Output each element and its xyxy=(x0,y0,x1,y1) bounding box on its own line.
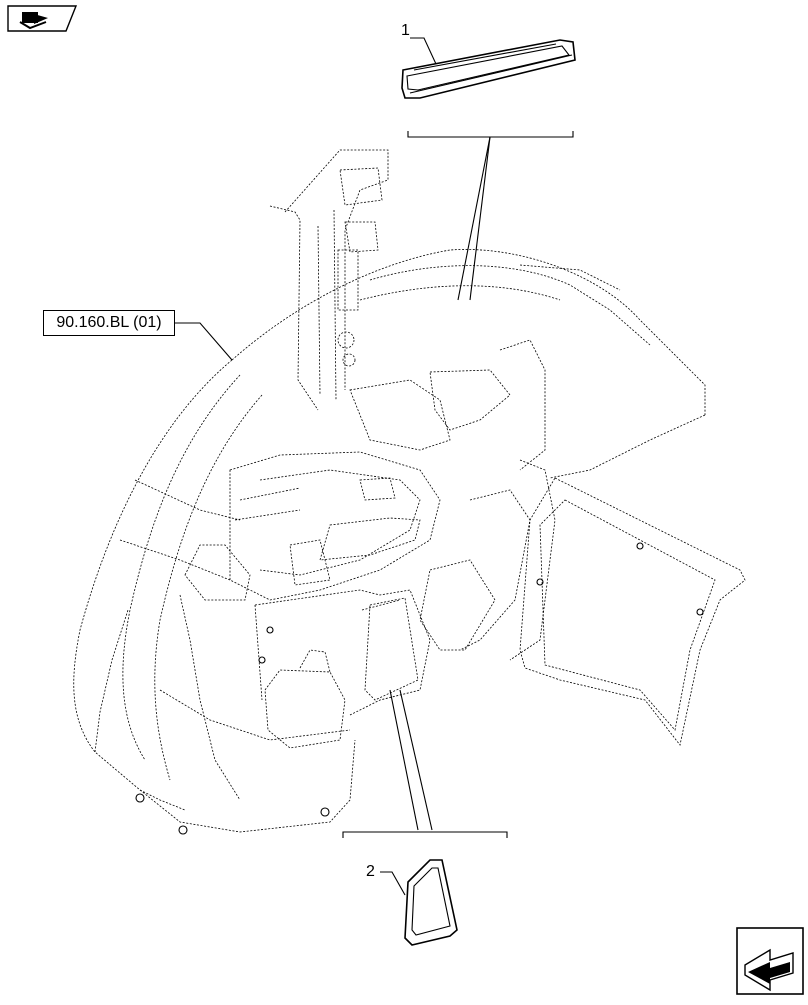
part-2-seal[interactable] xyxy=(404,859,458,946)
lower-panel xyxy=(254,589,431,716)
part-2-bracket xyxy=(342,689,508,896)
fasteners xyxy=(135,542,704,835)
side-panel xyxy=(419,339,746,746)
book-navigation-icon[interactable] xyxy=(7,5,78,32)
reference-link[interactable]: 90.160.BL (01) xyxy=(43,310,175,336)
cab-post xyxy=(269,149,389,411)
fender-assembly xyxy=(73,249,706,833)
next-page-arrow-icon[interactable] xyxy=(736,927,804,995)
callout-number-2: 2 xyxy=(366,863,375,880)
callout-number-1: 1 xyxy=(401,22,410,39)
part-1-seal[interactable] xyxy=(401,39,576,99)
reference-leader xyxy=(175,322,233,361)
part-1-bracket xyxy=(407,37,574,301)
control-console xyxy=(184,369,511,749)
